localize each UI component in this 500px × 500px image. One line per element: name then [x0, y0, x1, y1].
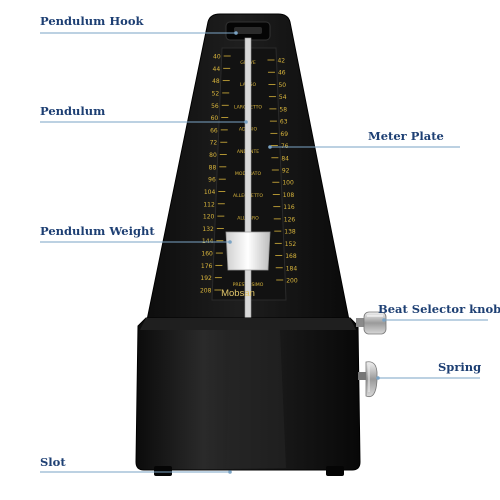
scale-label-right: 100 [282, 180, 294, 187]
label-pendulum: Pendulum [40, 104, 106, 118]
pendulum-rod [244, 37, 252, 327]
scale-label-left: 160 [201, 251, 213, 258]
scale-label-right: 84 [281, 155, 289, 162]
scale-label-right: 138 [284, 229, 296, 236]
scale-label-right: 116 [283, 204, 295, 211]
scale-label-right: 58 [279, 106, 287, 113]
pendulum-weight [225, 231, 271, 271]
label-pendulum-weight: Pendulum Weight [40, 224, 155, 238]
label-spring: Spring [438, 360, 482, 374]
scale-label-right: 63 [280, 119, 288, 126]
scale-label-left: 56 [211, 103, 219, 110]
scale-label-left: 40 [213, 54, 221, 61]
scale-label-left: 44 [213, 66, 221, 73]
label-meter-plate: Meter Plate [368, 129, 444, 143]
foot-left [154, 466, 172, 476]
scale-label-left: 80 [209, 152, 217, 159]
brand-label: Mobsan [221, 288, 255, 299]
scale-label-left: 120 [203, 214, 215, 221]
scale-label-right: 108 [283, 192, 295, 199]
label-beat-selector-knob: Beat Selector knob [378, 302, 500, 316]
scale-label-left: 192 [200, 275, 212, 282]
scale-label-right: 46 [278, 70, 286, 77]
scale-label-left: 48 [212, 78, 220, 85]
scale-label-right: 184 [286, 265, 298, 272]
scale-right-ticks: 4246505458636976849210010811612613815216… [267, 58, 298, 285]
scale-label-left: 112 [203, 201, 215, 208]
leader-lines [40, 32, 488, 473]
spring-key [358, 361, 378, 398]
scale-label-right: 50 [278, 82, 286, 89]
scale-label-left: 88 [209, 164, 217, 171]
scale-label-right: 92 [282, 168, 290, 175]
scale-label-left: 176 [201, 263, 213, 270]
scale-label-left: 104 [204, 189, 216, 196]
scale-label-right: 168 [285, 253, 297, 260]
scale-label-left: 208 [200, 288, 212, 295]
foot-right [326, 466, 344, 476]
label-pendulum-hook: Pendulum Hook [40, 14, 144, 28]
scale-label-right: 126 [284, 216, 296, 223]
scale-label-left: 66 [210, 127, 218, 134]
scale-label-right: 200 [286, 278, 298, 285]
scale-label-left: 60 [211, 115, 219, 122]
scale-label-left: 96 [208, 177, 216, 184]
scale-label-right: 69 [280, 131, 288, 138]
leader-dots [228, 31, 386, 474]
scale-label-right: 152 [285, 241, 297, 248]
scale-label-right: 42 [277, 58, 285, 65]
scale-label-left: 132 [202, 226, 214, 233]
scale-label-left: 72 [210, 140, 218, 147]
label-slot: Slot [40, 455, 66, 469]
beat-selector-knob [356, 311, 387, 335]
scale-label-left: 52 [212, 90, 220, 97]
scale-label-right: 54 [279, 94, 287, 101]
